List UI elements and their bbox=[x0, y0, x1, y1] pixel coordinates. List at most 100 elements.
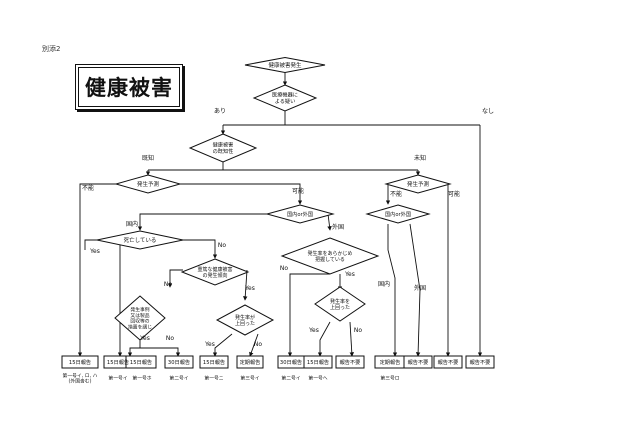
node-start-label: 健康被害発生 bbox=[268, 61, 302, 69]
node-serious-disease bbox=[180, 258, 250, 286]
result-r4 bbox=[164, 355, 194, 369]
node-known bbox=[188, 133, 258, 163]
label-measure-no: No bbox=[166, 335, 174, 342]
label-death-no: No bbox=[218, 242, 226, 249]
result-r11 bbox=[403, 355, 433, 369]
label-kanou-right: 可能 bbox=[448, 190, 460, 198]
label-gaikoku-right: 外国 bbox=[414, 284, 426, 292]
label-rateup-mid-no: No bbox=[254, 341, 262, 348]
node-measure-done bbox=[114, 295, 166, 341]
node-serious-disease-label: 重篤な健康被害の発生傾向 bbox=[197, 266, 232, 279]
result-r4-label: 30日報告 bbox=[168, 358, 190, 366]
result-r3 bbox=[125, 355, 157, 369]
label-serious-no: No bbox=[164, 281, 172, 288]
node-predict-unknown bbox=[384, 174, 452, 194]
edge-measure-no bbox=[140, 347, 181, 357]
result-r9 bbox=[335, 355, 365, 369]
caption-c6: 第三号イ bbox=[240, 375, 259, 382]
result-r6-label: 定期報告 bbox=[240, 358, 261, 366]
result-r7-label: 30日報告 bbox=[280, 358, 302, 366]
result-r1-label: 15日報告 bbox=[69, 358, 91, 366]
label-funou-right: 不能 bbox=[390, 190, 402, 198]
caption-c10: 第三号ロ bbox=[380, 375, 399, 382]
caption-c5: 第一号ニ bbox=[204, 375, 223, 382]
label-kanou-left: 可能 bbox=[292, 187, 304, 195]
node-domestic-overseas-mid bbox=[265, 204, 335, 224]
result-r11-label: 報告不要 bbox=[408, 358, 429, 366]
node-rate-change bbox=[280, 237, 380, 275]
node-rate-up-right-label: 発生率を上回った bbox=[330, 298, 350, 311]
caption-c4: 第二号イ bbox=[169, 375, 188, 382]
result-r1 bbox=[61, 355, 99, 369]
label-ratechange-no: No bbox=[280, 265, 288, 272]
title-frame: 健康被害 bbox=[75, 64, 183, 110]
corner-label: 別添2 bbox=[42, 45, 61, 53]
caption-c2: 第一号イ bbox=[108, 375, 127, 382]
node-death-label: 死亡している bbox=[124, 236, 157, 244]
caption-c7: 第二号イ bbox=[281, 375, 300, 382]
caption-c8: 第一号へ bbox=[308, 375, 327, 382]
label-ratechange-yes: Yes bbox=[344, 271, 355, 278]
result-r5-label: 15日報告 bbox=[203, 358, 225, 366]
edge-serious-yes bbox=[243, 269, 248, 301]
result-r5 bbox=[199, 355, 229, 369]
label-measure-yes: Yes bbox=[139, 335, 150, 342]
edge-rateup-r-yes bbox=[317, 321, 331, 357]
label-death-yes: Yes bbox=[89, 248, 100, 255]
edge-death-no bbox=[175, 239, 218, 259]
node-domestic-overseas-mid-label: 国内or外国 bbox=[287, 210, 313, 218]
result-r12 bbox=[433, 355, 463, 369]
label-nashi: なし bbox=[482, 108, 494, 115]
node-measure-done-label: 発生事例又は製品回収等の措置を講じ bbox=[128, 306, 152, 330]
edge-rateup-mid-yes bbox=[212, 333, 233, 357]
node-start bbox=[244, 56, 326, 74]
node-rate-up-right bbox=[314, 286, 366, 322]
label-rateup-mid-yes: Yes bbox=[204, 341, 215, 348]
node-device bbox=[252, 84, 318, 112]
caption-c3: 第一号ホ bbox=[132, 375, 151, 382]
edge-death-yes bbox=[84, 239, 100, 250]
label-ari: あり bbox=[214, 108, 226, 115]
node-predict-unknown-label: 発生予測 bbox=[407, 180, 430, 188]
label-serious-yes: Yes bbox=[244, 285, 255, 292]
label-kokunai-right: 国内 bbox=[378, 280, 390, 288]
edge-serious-no bbox=[167, 269, 183, 288]
result-r8 bbox=[303, 355, 333, 369]
node-rate-up-mid-label: 発生率が上回った bbox=[235, 314, 255, 327]
label-gaikoku-mid: 外国 bbox=[332, 223, 344, 231]
edge-kokunai-r bbox=[387, 224, 398, 357]
edge-gaikoku-r bbox=[409, 223, 421, 357]
edge-kanou-l bbox=[178, 183, 303, 205]
node-rate-up-mid bbox=[215, 304, 275, 336]
edge-rateup-r-no bbox=[349, 321, 355, 357]
node-known-label: 健康被害の既知性 bbox=[213, 141, 234, 155]
edge-gaikoku-mid bbox=[327, 213, 332, 231]
diagram-title: 健康被害 bbox=[85, 75, 173, 100]
result-r9-label: 報告不要 bbox=[340, 358, 361, 366]
result-r2-label: 15日報告 bbox=[107, 358, 129, 366]
node-domestic-overseas-right bbox=[365, 204, 431, 224]
edge-funou-l bbox=[77, 183, 118, 357]
node-device-label: 医療機器による疑い bbox=[272, 91, 298, 105]
node-predict-known-label: 発生予測 bbox=[137, 180, 160, 188]
label-funou-left: 不能 bbox=[82, 184, 94, 192]
label-rateup-r-no: No bbox=[354, 327, 362, 334]
caption-c1: 第一号イ, ロ, ハ(外国含む) bbox=[63, 372, 98, 385]
edge-rateup-mid-no bbox=[249, 333, 259, 357]
label-kokunai-mid: 国内 bbox=[126, 220, 138, 228]
node-domestic-overseas-right-label: 国内or外国 bbox=[385, 210, 411, 218]
label-rateup-r-yes: Yes bbox=[308, 327, 319, 334]
node-death bbox=[96, 230, 184, 250]
node-predict-known bbox=[114, 174, 182, 194]
edge-kokunai-mid bbox=[137, 213, 272, 231]
label-michi: 未知 bbox=[414, 154, 426, 162]
result-r13-label: 報告不要 bbox=[470, 358, 491, 366]
node-rate-change-label: 発生率をあらかじめ把握している bbox=[307, 250, 352, 263]
result-r8-label: 15日報告 bbox=[307, 358, 329, 366]
result-r3-label: 15日報告 bbox=[130, 358, 152, 366]
result-r10-label: 定期報告 bbox=[380, 358, 401, 366]
edge-ratechange-no bbox=[287, 273, 330, 357]
result-r6 bbox=[236, 355, 264, 369]
result-r13 bbox=[465, 355, 495, 369]
